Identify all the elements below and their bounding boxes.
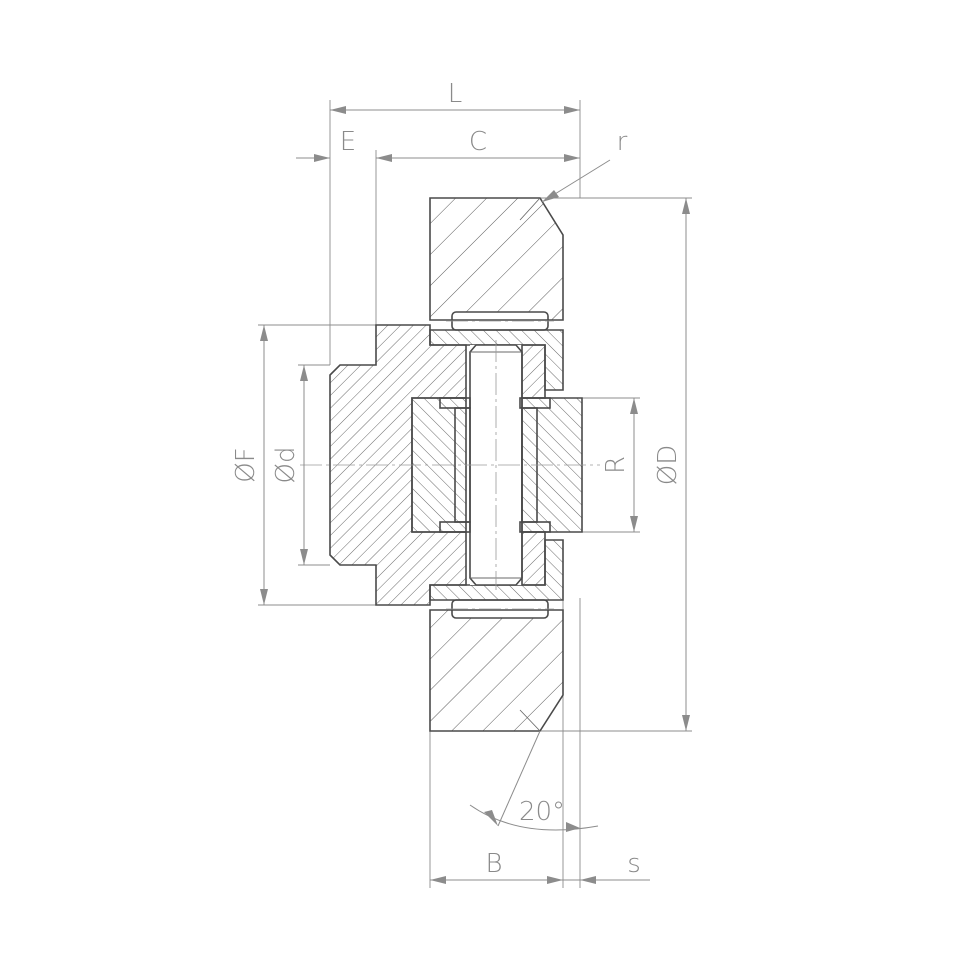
label-E: E [340, 127, 356, 157]
label-F: ØF [231, 447, 261, 482]
outer-needle-rollers [446, 311, 554, 619]
label-L: L [448, 79, 463, 109]
label-R: R [601, 456, 631, 474]
dimension-r: r [541, 127, 628, 203]
dimension-angle: 20° [469, 730, 599, 832]
dimension-R: R [601, 398, 638, 532]
label-s: s [627, 849, 641, 879]
dimension-F: ØF [231, 325, 268, 605]
label-r: r [617, 127, 628, 157]
extension-lines [258, 100, 692, 888]
dimension-L: L [330, 79, 580, 114]
dimension-E: E [296, 127, 356, 162]
label-d: Ød [271, 447, 301, 484]
wheel-tyre-upper [429, 197, 564, 321]
label-D: ØD [653, 445, 683, 486]
dimension-C: C [376, 127, 580, 162]
stud-body [329, 324, 467, 606]
dimension-D: ØD [653, 198, 690, 731]
dimension-d: Ød [271, 365, 308, 565]
wheel-tyre-lower [429, 609, 564, 732]
dimension-B: B [430, 849, 563, 884]
label-C: C [469, 127, 487, 157]
label-angle: 20° [519, 797, 565, 827]
label-B: B [485, 849, 502, 879]
dimension-s: s [563, 849, 650, 884]
